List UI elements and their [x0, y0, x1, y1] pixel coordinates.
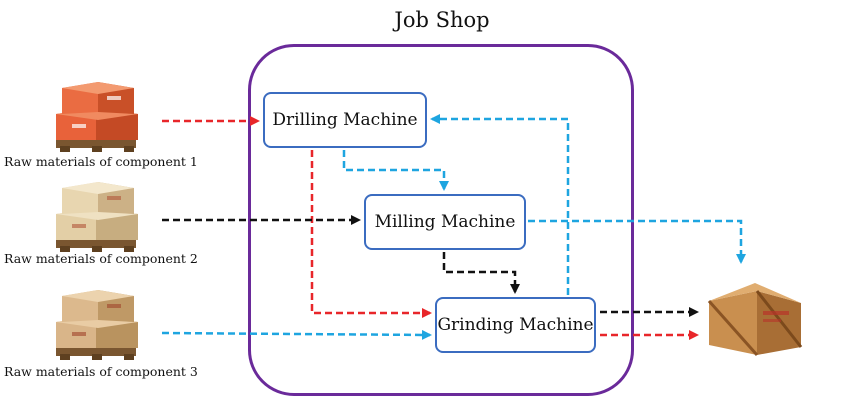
flow-c3-drilling-to-milling	[342, 150, 449, 191]
raw-materials-1-label: Raw materials of component 1	[4, 154, 198, 169]
raw-materials-2-icon	[56, 182, 138, 252]
grinding-machine-box: Grinding Machine	[435, 297, 596, 353]
raw-materials-3-label: Raw materials of component 3	[4, 364, 198, 379]
milling-machine-box: Milling Machine	[364, 194, 526, 250]
wooden-crate-icon	[707, 283, 803, 356]
flow-c3-grinding-to-drilling	[430, 114, 570, 295]
raw-materials-1-icon	[56, 82, 138, 152]
drilling-machine-box: Drilling Machine	[263, 92, 427, 148]
flow-c3-milling-to-product	[528, 219, 746, 264]
flow-c1-drilling-to-grinding	[310, 150, 432, 318]
flow-c3-to-grinding	[161, 329, 432, 340]
raw-materials-3-icon	[56, 290, 138, 360]
raw-materials-2-label: Raw materials of component 2	[4, 251, 198, 266]
flow-c2-milling-to-grinding	[442, 252, 520, 294]
job-shop-title: Job Shop	[394, 8, 490, 32]
